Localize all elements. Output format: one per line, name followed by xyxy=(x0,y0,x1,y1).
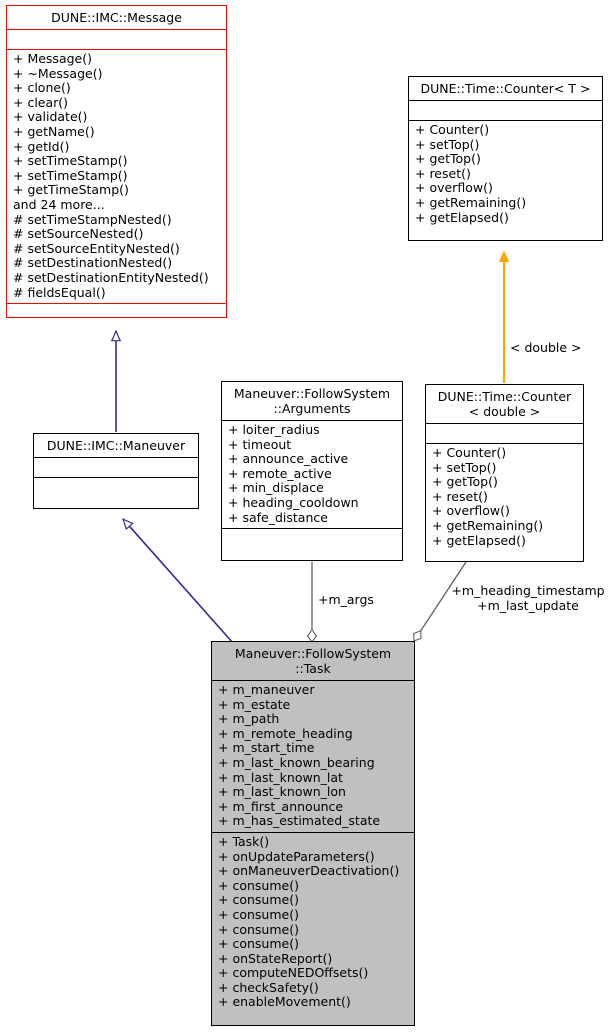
class-attributes-compartment xyxy=(7,30,226,50)
class-member: # fieldsEqual() xyxy=(13,284,106,300)
class-member: + validate() xyxy=(13,109,88,125)
class-member: + consume() xyxy=(218,921,299,937)
class-member: + getRemaining() xyxy=(432,517,544,533)
class-member: + m_path xyxy=(218,711,280,727)
class-member: + getRemaining() xyxy=(415,194,527,210)
edge-task-has-counters xyxy=(413,561,467,642)
class-methods-compartment: + Counter() + setTop() + getTop() + rese… xyxy=(409,121,602,228)
class-title: Maneuver::FollowSystem ::Task xyxy=(212,642,414,681)
class-member: # setSourceEntityNested() xyxy=(13,240,180,256)
class-member: # setTimeStampNested() xyxy=(13,211,172,227)
class-node-dune-imc-message[interactable]: DUNE::IMC::Message + Message() + ~Messag… xyxy=(6,5,227,318)
class-member: + getTop() xyxy=(415,151,481,167)
class-title: Maneuver::FollowSystem ::Arguments xyxy=(222,382,402,421)
class-member: + getElapsed() xyxy=(415,209,509,225)
class-member: + reset() xyxy=(415,165,471,181)
class-member: + clone() xyxy=(13,80,71,96)
class-member: + setTimeStamp() xyxy=(13,167,128,183)
class-member: + consume() xyxy=(218,877,299,893)
class-member: + getTimeStamp() xyxy=(13,182,129,198)
class-attributes-compartment: + m_maneuver + m_estate + m_path + m_rem… xyxy=(212,681,414,833)
class-title: DUNE::IMC::Message xyxy=(7,6,226,30)
class-member: + overflow() xyxy=(415,180,493,196)
class-member-more: and 24 more... xyxy=(13,196,105,212)
class-member: + getTop() xyxy=(432,474,498,490)
class-methods-compartment xyxy=(34,478,198,498)
class-member: + announce_active xyxy=(228,451,349,467)
class-member: + getElapsed() xyxy=(432,532,526,548)
class-member: + m_maneuver xyxy=(218,682,315,697)
class-methods-compartment: + Counter() + setTop() + getTop() + rese… xyxy=(426,444,583,551)
class-title: DUNE::IMC::Maneuver xyxy=(34,434,198,458)
class-member: + remote_active xyxy=(228,465,332,481)
class-attributes-compartment xyxy=(34,458,198,478)
class-attributes-compartment xyxy=(409,101,602,121)
class-member: + onUpdateParameters() xyxy=(218,848,375,864)
class-member: + setTop() xyxy=(432,459,497,475)
class-member: # setDestinationEntityNested() xyxy=(13,269,209,285)
class-member: + onManeuverDeactivation() xyxy=(218,863,400,879)
edge-label-counter-roles: +m_heading_timestamp +m_last_update xyxy=(451,583,605,613)
class-member: + m_last_known_bearing xyxy=(218,754,375,770)
class-member: + timeout xyxy=(228,436,292,452)
class-member: # setDestinationNested() xyxy=(13,255,173,271)
class-attributes-compartment: + loiter_radius + timeout + announce_act… xyxy=(222,421,402,530)
class-node-dune-time-counter-double[interactable]: DUNE::Time::Counter < double > + Counter… xyxy=(425,384,584,562)
class-member: + consume() xyxy=(218,936,299,952)
class-member: + m_first_announce xyxy=(218,798,344,814)
class-member: + m_last_known_lat xyxy=(218,769,343,785)
class-member: + m_last_known_lon xyxy=(218,784,346,800)
class-methods-compartment xyxy=(222,529,402,549)
class-member: + min_displace xyxy=(228,480,324,496)
class-member: + checkSafety() xyxy=(218,979,319,995)
class-member: + overflow() xyxy=(432,503,510,519)
class-title: DUNE::Time::Counter < double > xyxy=(426,385,583,424)
class-member: # setSourceNested() xyxy=(13,226,144,242)
class-methods-compartment: + Message() + ~Message() + clone() + cle… xyxy=(7,50,226,305)
class-attributes-compartment xyxy=(426,424,583,444)
class-member: + m_has_estimated_state xyxy=(218,813,381,829)
class-node-dune-imc-maneuver[interactable]: DUNE::IMC::Maneuver xyxy=(33,433,199,509)
class-member: + Counter() xyxy=(415,122,490,137)
class-member: + safe_distance xyxy=(228,509,328,525)
class-member: + reset() xyxy=(432,488,488,504)
class-member: + Message() xyxy=(13,51,92,66)
class-member: + ~Message() xyxy=(13,65,103,81)
class-node-maneuver-followsystem-arguments[interactable]: Maneuver::FollowSystem ::Arguments + loi… xyxy=(221,381,403,561)
class-member: + onStateReport() xyxy=(218,950,333,966)
class-methods-compartment: + Task() + onUpdateParameters() + onMane… xyxy=(212,833,414,1013)
class-member: + heading_cooldown xyxy=(228,494,359,510)
class-member: + setTop() xyxy=(415,136,480,152)
class-member: + consume() xyxy=(218,906,299,922)
class-member: + setTimeStamp() xyxy=(13,153,128,169)
class-node-maneuver-followsystem-task[interactable]: Maneuver::FollowSystem ::Task + m_maneuv… xyxy=(211,641,415,1026)
class-member: + Task() xyxy=(218,833,270,849)
class-member: + m_remote_heading xyxy=(218,725,353,741)
class-member: + m_estate xyxy=(218,696,291,712)
class-member: + Counter() xyxy=(432,445,507,460)
class-member: + computeNEDOffsets() xyxy=(218,965,369,981)
class-member: + clear() xyxy=(13,94,69,110)
class-member: + m_start_time xyxy=(218,740,315,756)
class-member: + getId() xyxy=(13,138,70,154)
class-member: + consume() xyxy=(218,892,299,908)
class-node-dune-time-counter-t[interactable]: DUNE::Time::Counter< T > + Counter() + s… xyxy=(408,76,603,241)
class-title: DUNE::Time::Counter< T > xyxy=(409,77,602,101)
edge-label-m-args: +m_args xyxy=(318,592,374,607)
edge-task-inherits-maneuver xyxy=(123,519,234,644)
class-member: + enableMovement() xyxy=(218,994,351,1010)
class-member: + getName() xyxy=(13,123,95,139)
class-member: + loiter_radius xyxy=(228,422,320,437)
edge-label-template-double: < double > xyxy=(510,340,582,355)
